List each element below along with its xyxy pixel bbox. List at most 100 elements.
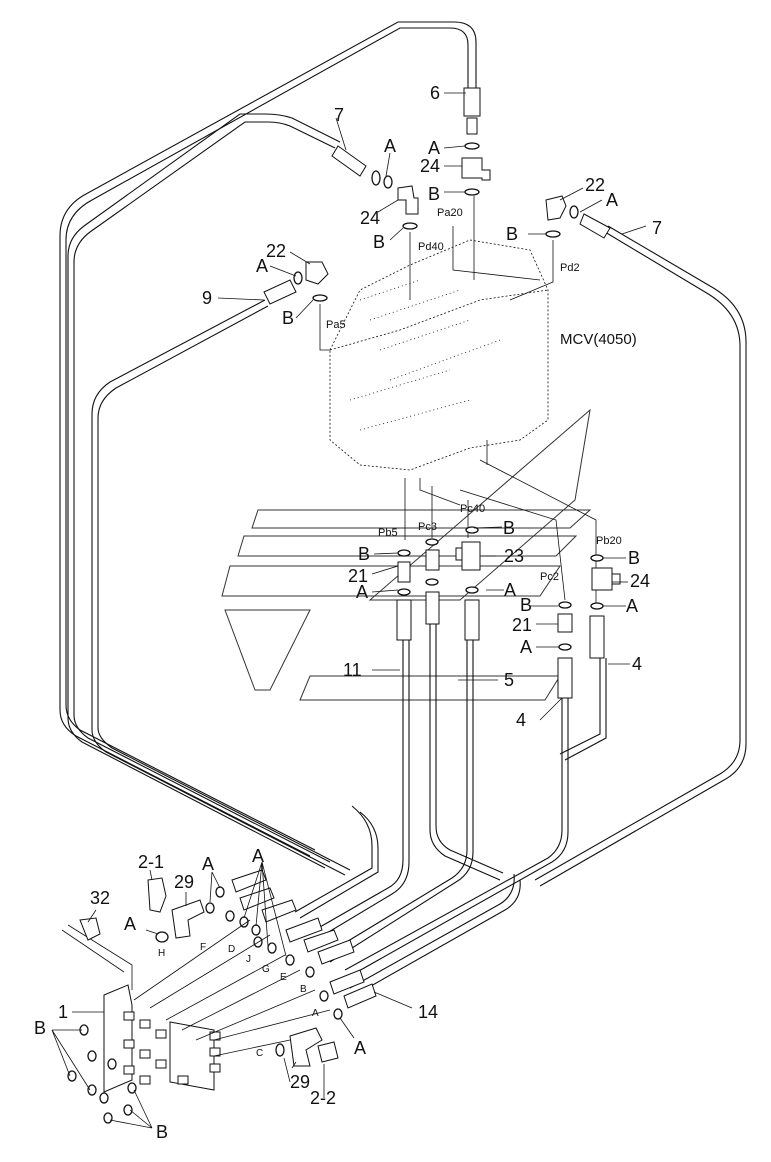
callout-24-left: 24 (360, 208, 380, 228)
ring-label-b: B (428, 184, 440, 204)
bracket-1 (103, 984, 133, 1093)
callout-11: 11 (343, 660, 362, 680)
block-port-h: H (158, 948, 165, 959)
adapter-21c (557, 613, 573, 633)
ring-label-b: B (628, 548, 640, 568)
ring-label-a: A (606, 190, 618, 210)
callout-1: 1 (58, 1002, 68, 1022)
hose-end-5 (425, 591, 440, 625)
adapter-21b (425, 549, 440, 571)
port-label-pb20: Pb20 (596, 535, 622, 547)
hose-drops (294, 622, 607, 977)
adapter-21a (397, 561, 411, 583)
callout-22-left: 22 (266, 241, 286, 261)
elbow-29-bottom (289, 1027, 323, 1067)
callout-9: 9 (202, 288, 212, 308)
block-port-b: B (300, 984, 307, 995)
lower-fittings (396, 526, 621, 699)
ring-label-a: A (626, 596, 638, 616)
bolt-32 (79, 917, 101, 941)
ring-label-b: B (358, 544, 370, 564)
block-port-e: E (280, 972, 287, 983)
block-port-a: A (312, 1008, 319, 1019)
block-fittings (67, 1011, 221, 1124)
callout-24-lower: 24 (630, 571, 650, 591)
watermark-logo (221, 408, 592, 701)
ring-label-a: A (428, 138, 440, 158)
callout-4-right: 4 (632, 654, 642, 674)
callout-21-left: 21 (348, 566, 368, 586)
block-port-c: C (256, 1048, 263, 1059)
ring-label-b: B (156, 1122, 168, 1142)
ring-label-a: A (124, 914, 136, 934)
valve-label: MCV(4050) (560, 331, 637, 348)
hose-bundle-left (59, 21, 477, 876)
callout-32: 32 (90, 888, 110, 908)
hose-bundle-right (349, 225, 747, 996)
hose-end-11 (396, 599, 412, 641)
callout-22-right: 22 (585, 175, 605, 195)
callout-23: 23 (504, 546, 524, 566)
port-label-pa5: Pa5 (326, 319, 346, 331)
tee-24-top (461, 157, 491, 181)
adapter-2-2 (317, 1041, 339, 1063)
block-port-letters: H F D J G E B A C (158, 942, 319, 1059)
main-control-valve: MCV(4050) (329, 239, 637, 471)
callout-29-bottom: 29 (290, 1072, 310, 1092)
ring-label-a: A (252, 846, 264, 866)
tee-24-lower (591, 567, 621, 591)
ring-label-b: B (506, 224, 518, 244)
port-label-pd2: Pd2 (560, 262, 580, 274)
ring-label-a: A (202, 854, 214, 874)
callout-5: 5 (504, 670, 514, 690)
hose-end-7-right (579, 213, 611, 239)
hose-end-7-left (331, 145, 367, 177)
hose-end-4-mid (464, 599, 480, 641)
ring-label-a: A (504, 580, 516, 600)
block-manifold (169, 1021, 215, 1091)
port-labels: Pa20 Pd40 Pd2 Pa5 Pb5 Pc3 Pc40 Pb20 Pc2 (326, 207, 622, 583)
block-port-f: F (200, 942, 206, 953)
elbow-22-left (305, 261, 329, 285)
part-callouts: 6 7 7 24 24 24 22 22 9 21 21 23 11 5 4 4… (58, 83, 662, 1108)
elbow-22-right (545, 195, 567, 221)
hose-end-9 (263, 279, 297, 305)
elbow-29-top (171, 899, 205, 939)
callout-2-2: 2-2 (310, 1088, 336, 1108)
hose-end-4-right (557, 657, 573, 699)
ring-label-a: A (356, 582, 368, 602)
callout-7-left: 7 (334, 105, 344, 125)
port-label-pb5: Pb5 (378, 527, 398, 539)
ring-label-b: B (503, 518, 515, 538)
callout-2-1: 2-1 (138, 852, 164, 872)
hose-end-4-far (589, 615, 605, 659)
port-label-pa20: Pa20 (437, 207, 463, 219)
ring-label-b: B (520, 595, 532, 615)
callout-7-right: 7 (652, 218, 662, 238)
port-label-pc2: Pc2 (540, 571, 559, 583)
callout-4-mid: 4 (516, 710, 526, 730)
port-label-pd40: Pd40 (418, 241, 444, 253)
callout-14: 14 (418, 1002, 438, 1022)
block-port-j: J (246, 954, 251, 965)
callout-21-right: 21 (512, 615, 532, 635)
nipple-6 (466, 117, 478, 135)
callout-6: 6 (430, 83, 440, 103)
port-leaders (319, 196, 597, 605)
ring-label-b: B (373, 232, 385, 252)
tee-23 (455, 541, 481, 571)
adapter-2-1 (147, 877, 167, 913)
port-label-pc40: Pc40 (460, 503, 485, 515)
block-port-d: D (228, 944, 235, 955)
callout-24-top: 24 (420, 156, 440, 176)
ring-letters: A A A A A A A A A A A A B B B B B B B B … (34, 136, 640, 1142)
ring-label-a: A (354, 1038, 366, 1058)
callout-29-top: 29 (174, 872, 194, 892)
elbow-24-left (397, 185, 419, 215)
bracket-assembly (61, 877, 339, 1093)
callout-leaders (51, 92, 647, 1129)
port-label-pc3: Pc3 (418, 521, 437, 533)
hose-end-6 (463, 87, 481, 117)
